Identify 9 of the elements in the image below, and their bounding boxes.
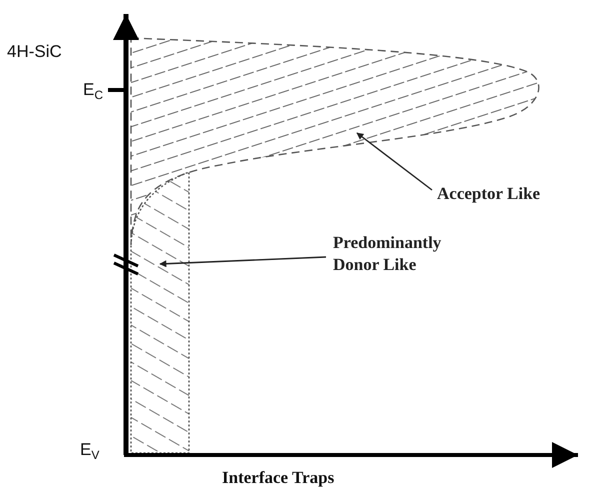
axis-title: Interface Traps xyxy=(222,468,334,488)
callout-text: Acceptor Like xyxy=(437,183,549,205)
callout-text: Predominantly Donor Like xyxy=(333,232,461,276)
leader-arrow xyxy=(356,132,432,191)
hatched-region xyxy=(130,171,190,454)
axis-label: 4H-SiC xyxy=(7,42,62,62)
axis-label: E$_{C}$ xyxy=(83,80,104,102)
axis-label: E$_{V}$ xyxy=(80,440,100,462)
leader-arrow xyxy=(159,256,326,268)
